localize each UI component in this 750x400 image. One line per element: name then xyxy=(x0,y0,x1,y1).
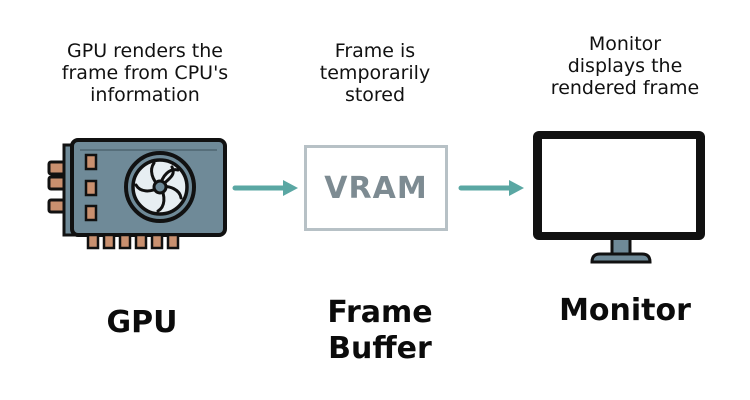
monitor-icon xyxy=(533,131,705,264)
frame-buffer-title-line-1: Frame xyxy=(327,295,433,330)
frame-buffer-caption-line-1: Frame is xyxy=(334,40,416,62)
frame-buffer-title: Frame Buffer xyxy=(295,295,465,367)
gpu-caption: GPU renders the frame from CPU's informa… xyxy=(30,40,260,106)
monitor-caption-line-3: rendered frame xyxy=(550,77,700,99)
monitor-title-line-1: Monitor xyxy=(559,293,691,328)
gpu-title-line-1: GPU xyxy=(106,305,178,340)
frame-buffer-caption: Frame is temporarily stored xyxy=(285,40,465,106)
gpu-caption-line-3: information xyxy=(90,84,200,106)
frame-buffer-title-line-2: Buffer xyxy=(328,331,432,366)
frame-buffer-caption-line-2: temporarily xyxy=(319,62,431,84)
arrow-right-icon xyxy=(458,180,524,196)
monitor-title: Monitor xyxy=(535,293,715,329)
frame-buffer-caption-line-3: stored xyxy=(344,84,406,106)
gpu-caption-line-1: GPU renders the xyxy=(67,40,223,62)
gpu-caption-line-2: frame from CPU's xyxy=(61,62,229,84)
gpu-title: GPU xyxy=(72,305,212,341)
monitor-caption-line-1: Monitor xyxy=(588,33,662,55)
vram-label: VRAM xyxy=(324,170,428,206)
monitor-caption: Monitor displays the rendered frame xyxy=(525,33,725,99)
vram-box: VRAM xyxy=(304,145,448,231)
arrow-right-icon xyxy=(232,180,298,196)
graphics-card-icon xyxy=(47,138,227,250)
monitor-caption-line-2: displays the xyxy=(567,55,683,77)
